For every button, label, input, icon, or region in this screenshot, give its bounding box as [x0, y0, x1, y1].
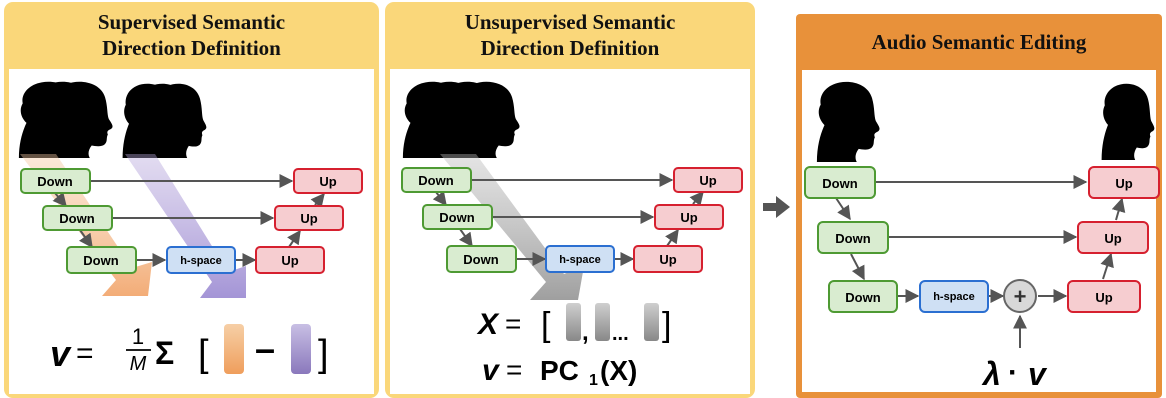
formula-comma: , [582, 319, 589, 346]
title-text: Audio Semantic Editing [871, 30, 1087, 54]
h-space-block: h-space [166, 246, 236, 274]
editing-unet-connectors [835, 175, 1126, 348]
title-line-2: Direction Definition [102, 36, 281, 60]
down-block: Down [804, 166, 876, 199]
down-block: Down [401, 167, 472, 193]
unsupervised-heads [402, 81, 520, 158]
down-label: Down [835, 231, 870, 246]
down-label: Down [463, 252, 498, 267]
unsupervised-formula-x: X = [ , ... ] [476, 303, 671, 346]
up-label: Up [680, 210, 697, 225]
formula-argument: (X) [600, 355, 637, 386]
formula-x: X [476, 308, 500, 341]
unsupervised-panel-title: Unsupervised Semantic Direction Definiti… [385, 2, 755, 68]
down-block: Down [828, 280, 898, 313]
supervised-unet-connectors [52, 174, 325, 267]
up-label: Up [1115, 176, 1132, 191]
formula-fraction-numerator: 1 [132, 324, 144, 349]
h-space-label: h-space [933, 291, 975, 303]
face-silhouette-icon [1101, 83, 1155, 160]
formula-v: v [1028, 356, 1048, 392]
formula-v: v [50, 333, 72, 374]
formula-close-bracket: ] [318, 333, 329, 375]
panel-transition-arrow [763, 196, 790, 218]
plus-icon: + [1014, 284, 1027, 309]
h-space-label: h-space [559, 254, 601, 266]
up-block: Up [255, 246, 325, 274]
up-block: Up [633, 245, 703, 273]
formula-open-bracket: [ [541, 306, 551, 344]
up-label: Up [281, 253, 298, 268]
gray-vector-bar [566, 303, 581, 341]
formula-pc-subscript: 1 [589, 372, 598, 389]
up-block: Up [293, 168, 363, 194]
formula-close-bracket: ] [662, 306, 671, 344]
up-block: Up [1077, 221, 1149, 254]
title-line-1: Unsupervised Semantic [464, 10, 676, 34]
supervised-heads-left [18, 81, 113, 158]
down-label: Down [59, 211, 94, 226]
up-block: Up [654, 204, 724, 230]
orange-vector-bar [224, 324, 244, 374]
up-block: Up [673, 167, 743, 193]
down-block: Down [422, 204, 493, 230]
down-block: Down [66, 246, 137, 274]
unsupervised-formula-v: v = PC 1 (X) [482, 354, 637, 389]
up-block: Up [1088, 166, 1160, 199]
supervised-heads-right [122, 83, 207, 158]
gray-vector-bar [595, 303, 610, 341]
formula-minus: – [255, 328, 275, 369]
down-label: Down [845, 290, 880, 305]
up-block: Up [274, 205, 344, 231]
unsupervised-unet-connectors [432, 173, 704, 266]
up-label: Up [1095, 290, 1112, 305]
gray-vector-bar [644, 303, 659, 341]
face-silhouette-icon [153, 83, 207, 158]
formula-ellipsis: ... [612, 323, 629, 345]
down-label: Down [439, 210, 474, 225]
down-label: Down [83, 253, 118, 268]
down-label: Down [822, 176, 857, 191]
formula-fraction-denominator: M [130, 353, 147, 375]
formula-equals: = [506, 354, 522, 385]
plus-node: + [1003, 279, 1037, 313]
down-block: Down [20, 168, 91, 194]
up-label: Up [699, 173, 716, 188]
title-line-1: Supervised Semantic [97, 10, 286, 34]
formula-v: v [482, 354, 501, 387]
down-block: Down [42, 205, 113, 231]
down-label: Down [418, 173, 453, 188]
up-block: Up [1067, 280, 1141, 313]
formula-equals: = [505, 308, 521, 339]
editing-formula: λ · v [981, 356, 1048, 392]
down-block: Down [446, 245, 517, 273]
formula-lambda: λ [981, 356, 1001, 392]
purple-vector-bar [291, 324, 311, 374]
supervised-panel-title: Supervised Semantic Direction Definition [4, 2, 379, 68]
up-label: Up [659, 252, 676, 267]
up-label: Up [1104, 231, 1121, 246]
face-silhouette-icon [456, 81, 520, 158]
h-space-label: h-space [180, 255, 222, 267]
h-space-block: h-space [919, 280, 989, 313]
formula-sigma: Σ [155, 335, 174, 371]
supervised-formula: v = 1 M Σ [ – ] [50, 324, 329, 375]
formula-equals: = [76, 337, 94, 370]
audio-editing-panel-title: Audio Semantic Editing [796, 14, 1162, 70]
formula-open-bracket: [ [198, 333, 209, 375]
face-silhouette-icon [49, 81, 113, 158]
down-block: Down [817, 221, 889, 254]
h-space-block: h-space [545, 245, 615, 273]
formula-pc: PC [540, 355, 579, 386]
face-silhouette-icon [816, 81, 880, 162]
up-label: Up [300, 211, 317, 226]
title-line-2: Direction Definition [480, 36, 660, 60]
down-label: Down [37, 174, 72, 189]
formula-dot: · [1008, 356, 1018, 389]
up-label: Up [319, 174, 336, 189]
